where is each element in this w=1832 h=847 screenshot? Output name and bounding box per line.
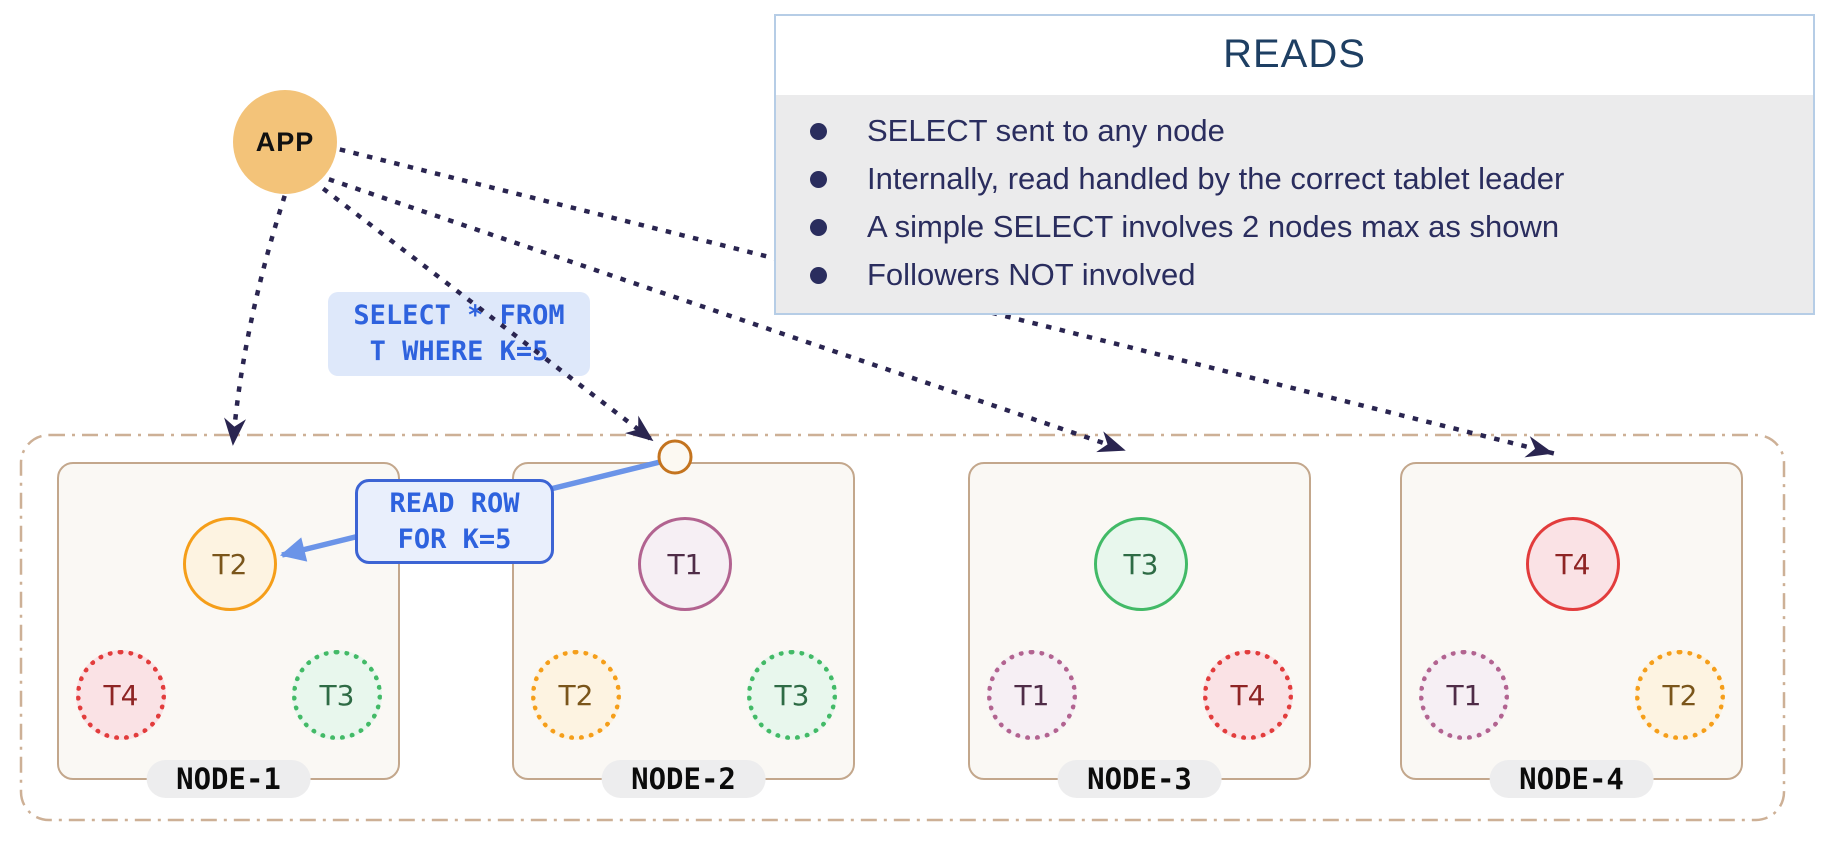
reads-item: Internally, read handled by the correct … <box>776 160 1813 196</box>
bullet-icon <box>810 218 827 236</box>
tablet-label: T4 <box>1555 547 1591 581</box>
tablet-leader: T2 <box>183 517 277 611</box>
tablet-label: T3 <box>1123 547 1159 581</box>
tablet-label: T4 <box>103 678 139 712</box>
reads-item-text: A simple SELECT involves 2 nodes max as … <box>867 208 1560 244</box>
reads-item-text: Internally, read handled by the correct … <box>867 160 1565 196</box>
reads-item: A simple SELECT involves 2 nodes max as … <box>776 208 1813 244</box>
arrow-app-to-node1 <box>224 195 287 447</box>
tablet-leader: T1 <box>638 517 732 611</box>
bullet-icon <box>810 266 827 284</box>
tablet-follower: T4 <box>76 650 166 740</box>
read-row-label: READ ROW FOR K=5 <box>355 479 554 564</box>
reads-info-panel: READS SELECT sent to any node Internally… <box>774 14 1815 315</box>
tablet-leader: T3 <box>1094 517 1188 611</box>
tablet-label: T3 <box>319 678 355 712</box>
select-query-line2: T WHERE K=5 <box>369 336 549 367</box>
select-query-label: SELECT * FROM T WHERE K=5 <box>328 292 590 376</box>
reads-panel-title: READS <box>1223 32 1366 76</box>
node-3-label: NODE-3 <box>1057 760 1222 798</box>
tablet-label: T1 <box>1446 678 1482 712</box>
node-1-box: T2 T4 T3 NODE-1 <box>57 462 400 798</box>
node-4-label: NODE-4 <box>1489 760 1654 798</box>
reads-panel-body: SELECT sent to any node Internally, read… <box>776 95 1813 313</box>
tablet-follower: T4 <box>1203 650 1293 740</box>
read-row-line1: READ ROW <box>389 487 520 519</box>
tablet-label: T1 <box>1014 678 1050 712</box>
bullet-icon <box>810 122 827 140</box>
tablet-follower: T3 <box>747 650 837 740</box>
select-query-line1: SELECT * FROM <box>353 300 565 331</box>
tablet-label: T2 <box>558 678 594 712</box>
node-2-label: NODE-2 <box>601 760 766 798</box>
tablet-label: T2 <box>1662 678 1698 712</box>
bullet-icon <box>810 170 827 188</box>
tablet-label: T2 <box>212 547 248 581</box>
tablet-label: T4 <box>1230 678 1266 712</box>
app-label: APP <box>255 126 315 157</box>
read-row-line2: FOR K=5 <box>397 523 512 555</box>
node-1-label: NODE-1 <box>146 760 311 798</box>
node-4-box: T4 T1 T2 NODE-4 <box>1400 462 1743 798</box>
tablet-follower: T3 <box>292 650 382 740</box>
reads-item: SELECT sent to any node <box>776 112 1813 148</box>
tablet-follower: T2 <box>1635 650 1725 740</box>
tablet-leader: T4 <box>1526 517 1620 611</box>
reads-item-text: SELECT sent to any node <box>867 112 1225 148</box>
reads-item: Followers NOT involved <box>776 256 1813 292</box>
tablet-label: T3 <box>774 678 810 712</box>
tablet-label: T1 <box>667 547 703 581</box>
tablet-follower: T2 <box>531 650 621 740</box>
node-3-box: T3 T1 T4 NODE-3 <box>968 462 1311 798</box>
tablet-follower: T1 <box>1419 650 1509 740</box>
tablet-follower: T1 <box>987 650 1077 740</box>
node-2-box: T1 T2 T3 NODE-2 <box>512 462 855 798</box>
reads-item-text: Followers NOT involved <box>867 256 1196 292</box>
app-node: APP <box>233 90 337 194</box>
